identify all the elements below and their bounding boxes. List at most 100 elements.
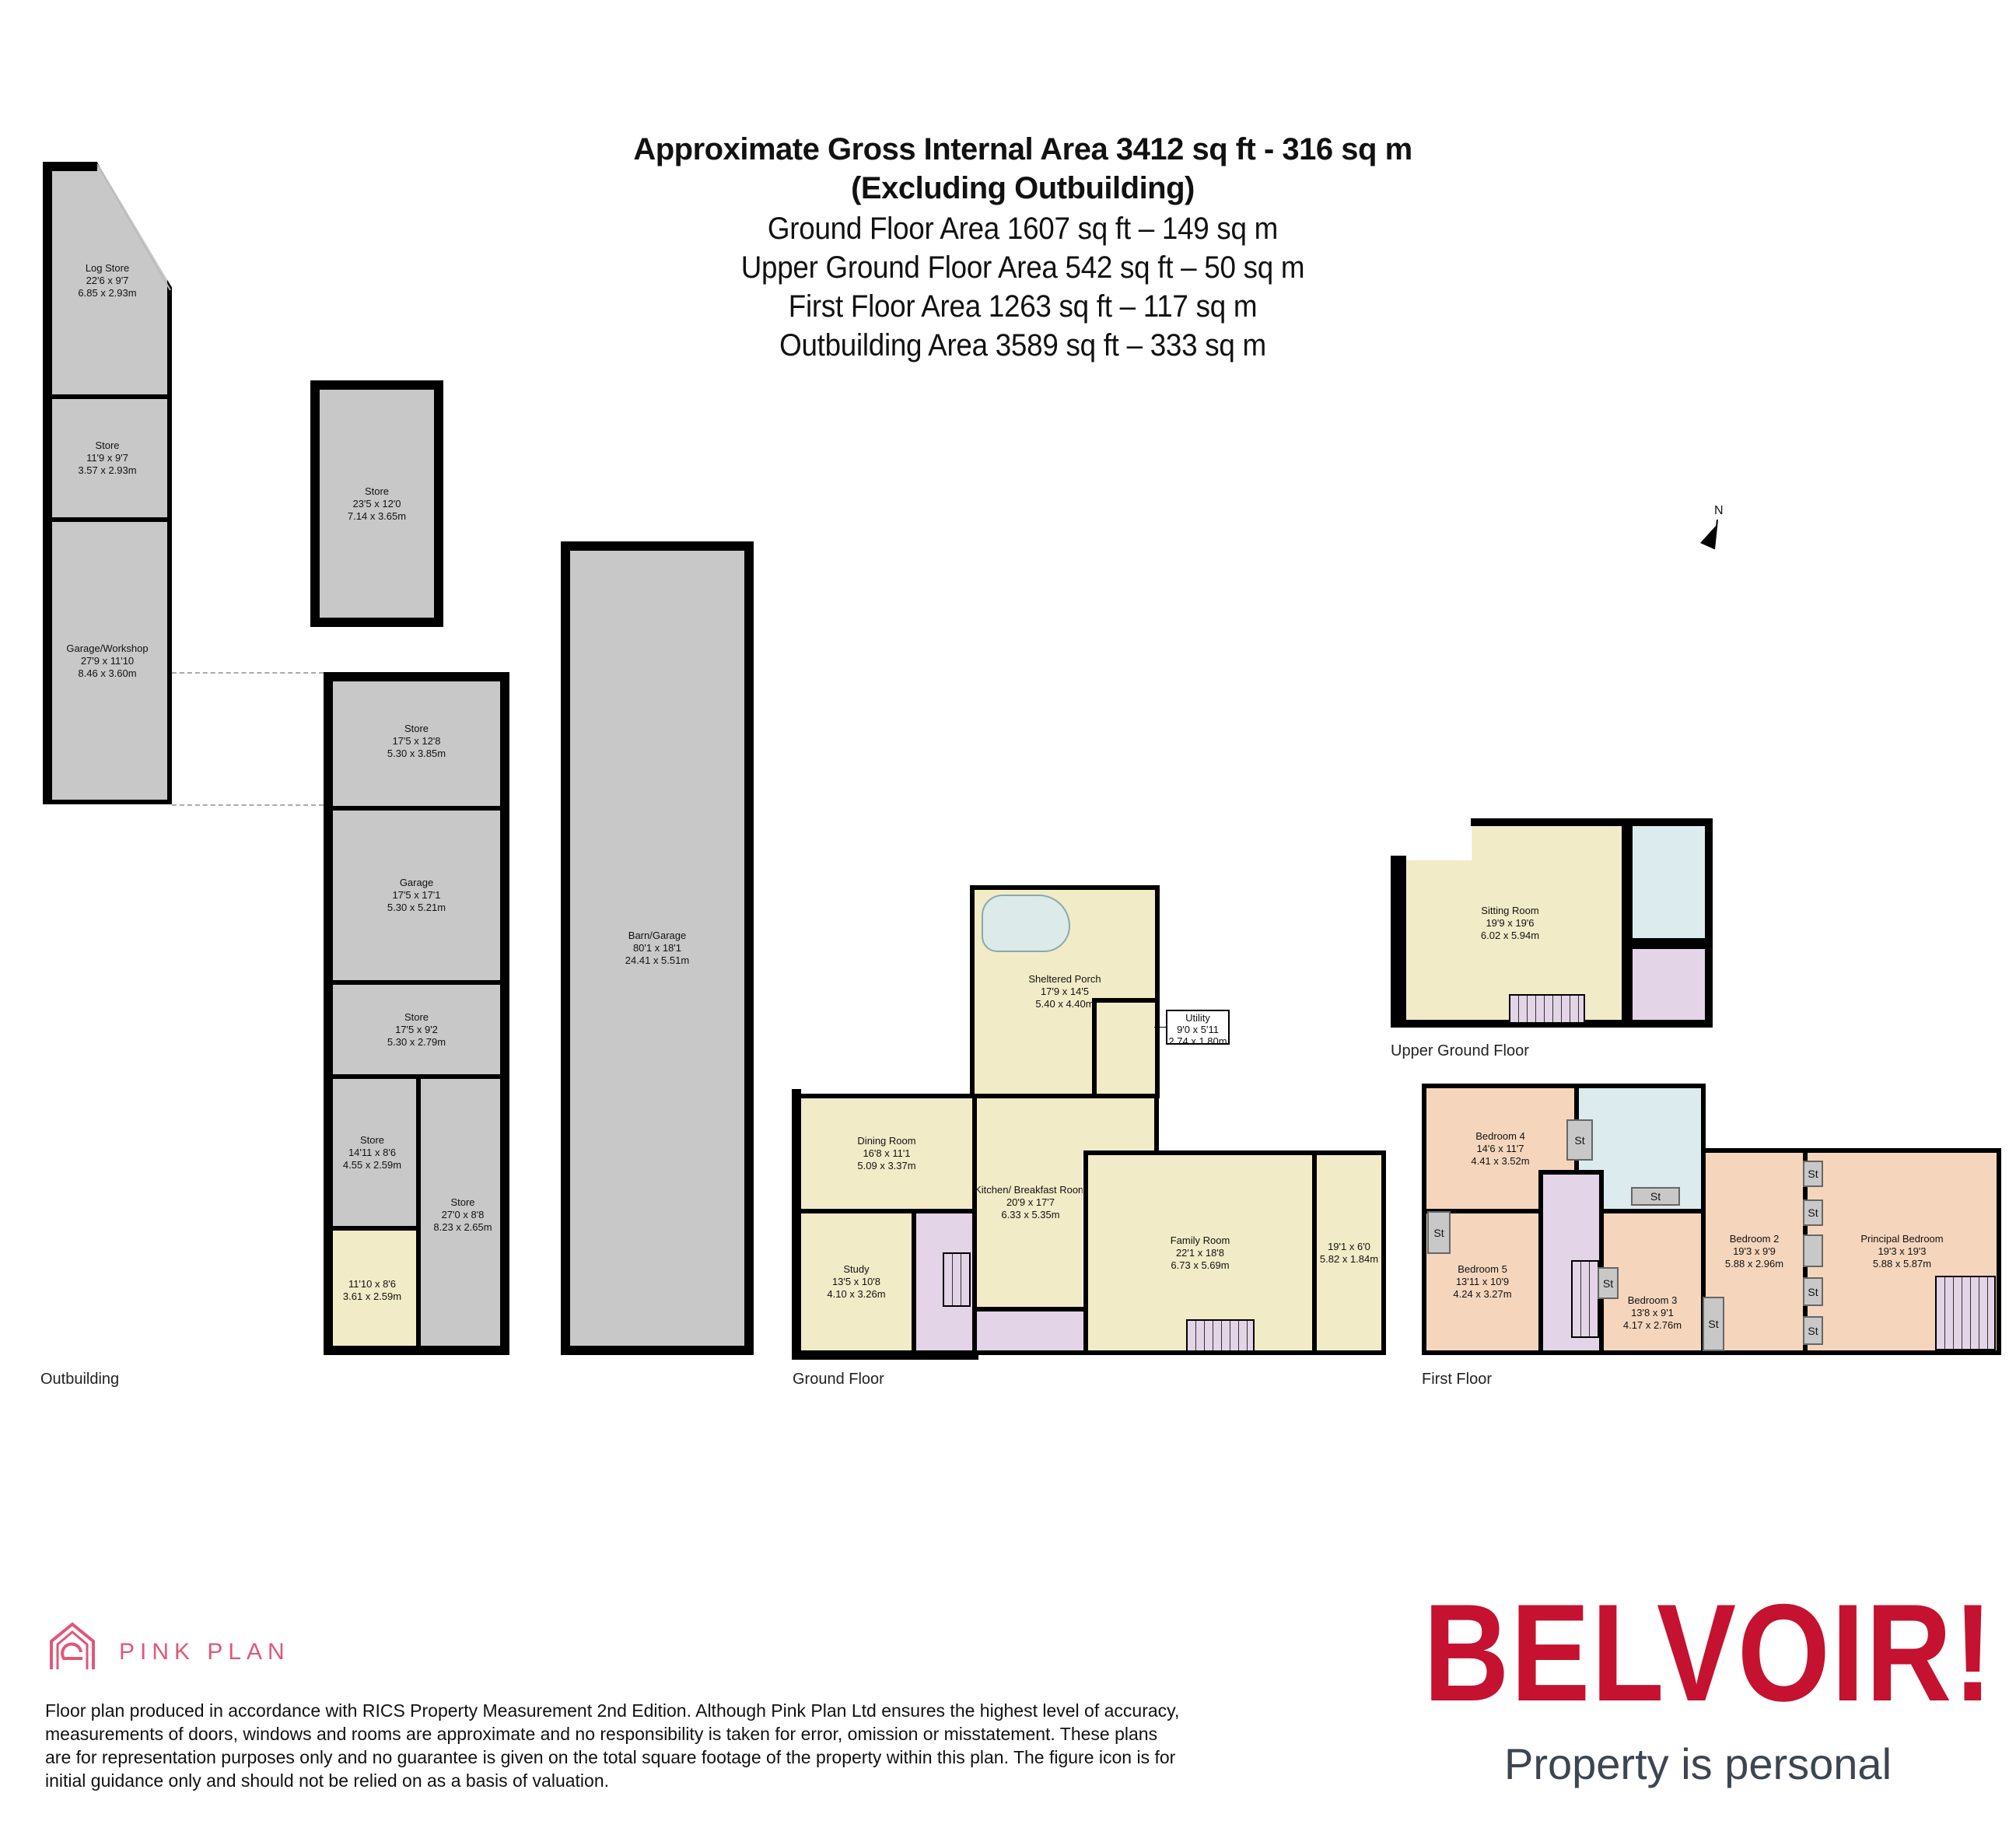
room-metric: 5.30 x 2.79m — [387, 1035, 446, 1048]
floor-label-upper-ground: Upper Ground Floor — [1391, 1042, 1529, 1059]
gross-area-subtitle: (Excluding Outbuilding) — [851, 171, 1195, 205]
room-metric: 4.17 x 2.76m — [1622, 1319, 1682, 1331]
utility-leader-line — [1154, 1027, 1166, 1028]
stairs — [1186, 1319, 1255, 1352]
room-metric: 2.74 x 1.80m — [1168, 1035, 1227, 1047]
room-study: Study 13'5 x 10'8 4.10 x 3.26m — [796, 1209, 916, 1355]
room-imperial: 17'5 x 12'8 — [392, 735, 441, 747]
hallway-lower — [972, 1307, 1104, 1355]
stairs — [1509, 994, 1585, 1024]
room-imperial: 17'9 x 14'5 — [1040, 986, 1090, 997]
room-metric: 6.85 x 2.93m — [78, 286, 137, 299]
room-name: Barn/Garage — [628, 930, 687, 941]
room-imperial: 22'6 x 9'7 — [86, 274, 129, 286]
room-metric: 5.40 x 4.40m — [1035, 998, 1094, 1010]
landing — [1625, 941, 1713, 1028]
room-name: Store — [364, 485, 390, 497]
room-name: Sheltered Porch — [1028, 973, 1101, 985]
room-utility — [1092, 998, 1160, 1098]
room-imperial: 27'0 x 8'8 — [441, 1208, 485, 1220]
room-metric: 6.73 x 5.69m — [1171, 1259, 1230, 1271]
room-imperial: 80'1 x 18'1 — [632, 942, 682, 954]
pink-plan-logo-icon — [47, 1621, 98, 1676]
room-imperial: 16'8 x 11'1 — [863, 1147, 911, 1159]
room-metric: 3.57 x 2.93m — [78, 464, 137, 476]
room-name: Store — [359, 1133, 385, 1146]
room-metric: 4.55 x 2.59m — [342, 1158, 402, 1171]
room-imperial: 9'0 x 5'11 — [1177, 1024, 1219, 1035]
room-metric: 8.46 x 3.60m — [78, 667, 137, 679]
room-metric: 4.10 x 3.26m — [827, 1288, 886, 1300]
utility-label-box: Utility 9'0 x 5'11 2.74 x 1.80m — [1166, 1010, 1230, 1047]
room-garage: Garage 17'5 x 17'1 5.30 x 5.21m — [324, 806, 509, 985]
room-imperial: 13'8 x 9'1 — [1631, 1307, 1674, 1318]
room-name: Kitchen/ Breakfast Room — [975, 1184, 1087, 1196]
stairs — [943, 1252, 971, 1307]
room-imperial: 13'11 x 10'9 — [1455, 1276, 1510, 1287]
pink-plan-wordmark: PINK PLAN — [119, 1639, 290, 1665]
room-metric: 5.88 x 5.87m — [1872, 1258, 1932, 1269]
area-ground-floor: Ground Floor Area 1607 sq ft – 149 sq m — [767, 212, 1279, 246]
room-outbuilding-utility: 11'10 x 8'6 3.61 x 2.59m — [324, 1226, 421, 1355]
storage-cupboard: St — [1803, 1277, 1823, 1306]
wall — [1471, 818, 1629, 826]
room-name: Bedroom 3 — [1627, 1294, 1678, 1306]
link-line — [172, 672, 324, 674]
room-store-4: Store 17'5 x 9'2 5.30 x 2.79m — [324, 980, 509, 1079]
storage-cupboard: St — [1803, 1199, 1823, 1226]
belvoir-logo: BELVOIR! — [1423, 1575, 1994, 1730]
storage-cupboard: St — [1566, 1119, 1593, 1161]
stairs — [1935, 1276, 1996, 1350]
room-imperial: 23'5 x 12'0 — [352, 497, 401, 510]
room-sheltered-porch: Sheltered Porch 17'9 x 14'5 5.40 x 4.40m — [970, 885, 1160, 1098]
pond-feature — [982, 895, 1070, 952]
room-name: Principal Bedroom — [1860, 1233, 1944, 1245]
room-name: Store — [404, 723, 429, 734]
room-metric: 5.30 x 3.85m — [387, 748, 446, 759]
room-store-5: Store 14'11 x 8'6 4.55 x 2.59m — [324, 1074, 421, 1231]
area-upper-ground-floor: Upper Ground Floor Area 542 sq ft – 50 s… — [740, 250, 1305, 285]
room-metric: 5.88 x 2.96m — [1724, 1258, 1784, 1269]
room-imperial: 11'9 x 9'7 — [86, 452, 128, 464]
storage-cupboard: St — [1803, 1161, 1823, 1187]
room-name: Family Room — [1170, 1234, 1230, 1246]
room-name: Garage/Workshop — [66, 642, 149, 654]
room-name: Bedroom 2 — [1729, 1233, 1780, 1245]
floor-label-ground: Ground Floor — [793, 1371, 884, 1388]
room-imperial: 19'3 x 19'3 — [1878, 1245, 1927, 1257]
room-metric: 6.33 x 5.35m — [1001, 1209, 1060, 1220]
room-name: Store — [450, 1196, 475, 1208]
room-metric: 3.61 x 2.59m — [342, 1290, 402, 1302]
room-imperial: 20'9 x 17'7 — [1006, 1196, 1055, 1208]
room-imperial: 19'9 x 19'6 — [1486, 916, 1535, 929]
floor-label-outbuilding: Outbuilding — [40, 1371, 120, 1388]
room-name: Log Store — [85, 261, 130, 274]
room-metric: 4.24 x 3.27m — [1453, 1288, 1512, 1300]
room-name: Store — [95, 439, 120, 451]
room-store-2: Store 23'5 x 12'0 7.14 x 3.65m — [310, 380, 443, 627]
area-outbuilding: Outbuilding Area 3589 sq ft – 333 sq m — [779, 328, 1266, 362]
room-garage-workshop: Garage/Workshop 27'9 x 11'10 8.46 x 3.60… — [43, 517, 172, 804]
room-imperial: 19'1 x 6'0 — [1328, 1240, 1370, 1252]
room-imperial: 17'5 x 9'2 — [395, 1023, 438, 1035]
room-imperial: 14'6 x 11'7 — [1476, 1142, 1524, 1154]
room-dining-room: Dining Room 16'8 x 11'1 5.09 x 3.37m — [796, 1094, 977, 1213]
room-imperial: 14'11 x 8'6 — [348, 1146, 397, 1158]
room-metric: 4.41 x 3.52m — [1471, 1154, 1530, 1167]
storage-cupboard: St — [1427, 1211, 1451, 1254]
log-store-angled-wall — [43, 162, 171, 291]
room-name: Store — [404, 1010, 429, 1023]
room-bathroom — [1625, 818, 1713, 946]
room-imperial: 27'9 x 11'10 — [80, 654, 135, 667]
room-metric: 5.09 x 3.37m — [857, 1160, 916, 1171]
room-barn-garage: Barn/Garage 80'1 x 18'1 24.41 x 5.51m — [561, 541, 754, 1355]
room-principal-bedroom: Principal Bedroom 19'3 x 19'3 5.88 x 5.8… — [1803, 1148, 2001, 1355]
room-name: Garage — [399, 877, 434, 888]
link-line — [172, 804, 324, 806]
storage-cupboard: St — [1803, 1316, 1823, 1345]
storage-cupboard: St — [1703, 1297, 1724, 1351]
room-side-room: 19'1 x 6'0 5.82 x 1.84m — [1312, 1150, 1386, 1355]
north-arrow-icon: N — [1696, 504, 1727, 551]
storage-cupboard: St — [1598, 1267, 1619, 1299]
room-metric: 5.82 x 1.84m — [1319, 1252, 1379, 1265]
